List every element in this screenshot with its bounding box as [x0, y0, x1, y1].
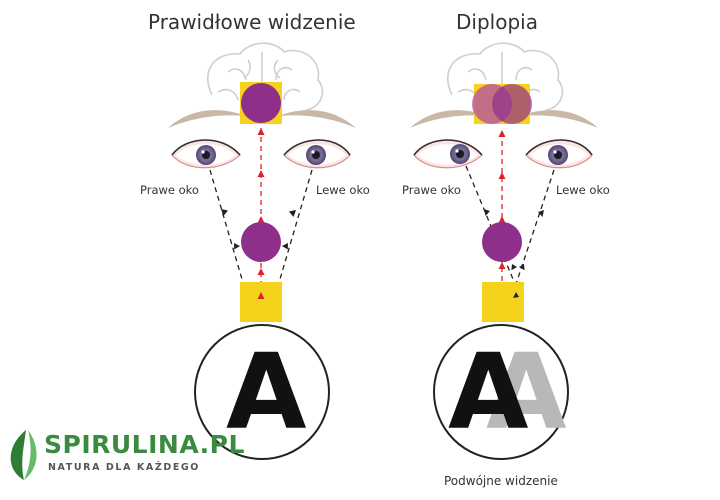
label-right-eye-normal: Prawe oko	[140, 183, 199, 197]
result-circle-right	[433, 324, 569, 460]
letter-a-normal: A	[226, 331, 307, 453]
left-eye-normal	[283, 139, 351, 169]
eyebrow-left-eye-left	[278, 110, 356, 128]
left-eye-diplopia	[525, 139, 593, 169]
letter-a-diplopia: A	[448, 331, 529, 453]
brand-name-main: SPIRULINA	[44, 430, 200, 459]
eyebrow-right-eye-left	[168, 110, 246, 128]
right-arrowheads	[484, 130, 544, 271]
mid-object-circle-right	[482, 222, 522, 262]
object-square-left	[240, 282, 282, 322]
eyebrow-left-eye-right	[520, 110, 598, 128]
label-right-eye-diplopia: Prawe oko	[402, 183, 461, 197]
object-arrow-right	[513, 292, 519, 298]
spirulina-leaf-icon	[10, 430, 37, 480]
label-left-eye-normal: Lewe oko	[316, 183, 370, 197]
visual-target-circle	[241, 83, 281, 123]
right-eye-normal	[171, 139, 241, 169]
object-arrow-left	[257, 292, 265, 299]
left-visual-axis-lines	[209, 128, 313, 295]
right-eye-diplopia	[413, 139, 483, 169]
letter-a-ghost: A	[486, 331, 567, 453]
caption-double-vision: Podwójne widzenie	[444, 474, 558, 488]
brand-name: SPIRULINA.PL	[44, 430, 245, 459]
object-square-right	[482, 282, 524, 322]
brand-name-suffix: .PL	[199, 430, 245, 459]
brain-left	[207, 42, 324, 112]
mid-object-circle-left	[241, 222, 281, 262]
brand-tagline: NATURA DLA KAŻDEGO	[48, 462, 200, 473]
title-diplopia: Diplopia	[456, 10, 538, 34]
visual-target-circle-b	[492, 84, 532, 124]
label-left-eye-diplopia: Lewe oko	[556, 183, 610, 197]
eyebrow-right-eye-right	[410, 110, 488, 128]
result-circle-left	[194, 324, 330, 460]
title-normal-vision: Prawidłowe widzenie	[148, 10, 356, 34]
